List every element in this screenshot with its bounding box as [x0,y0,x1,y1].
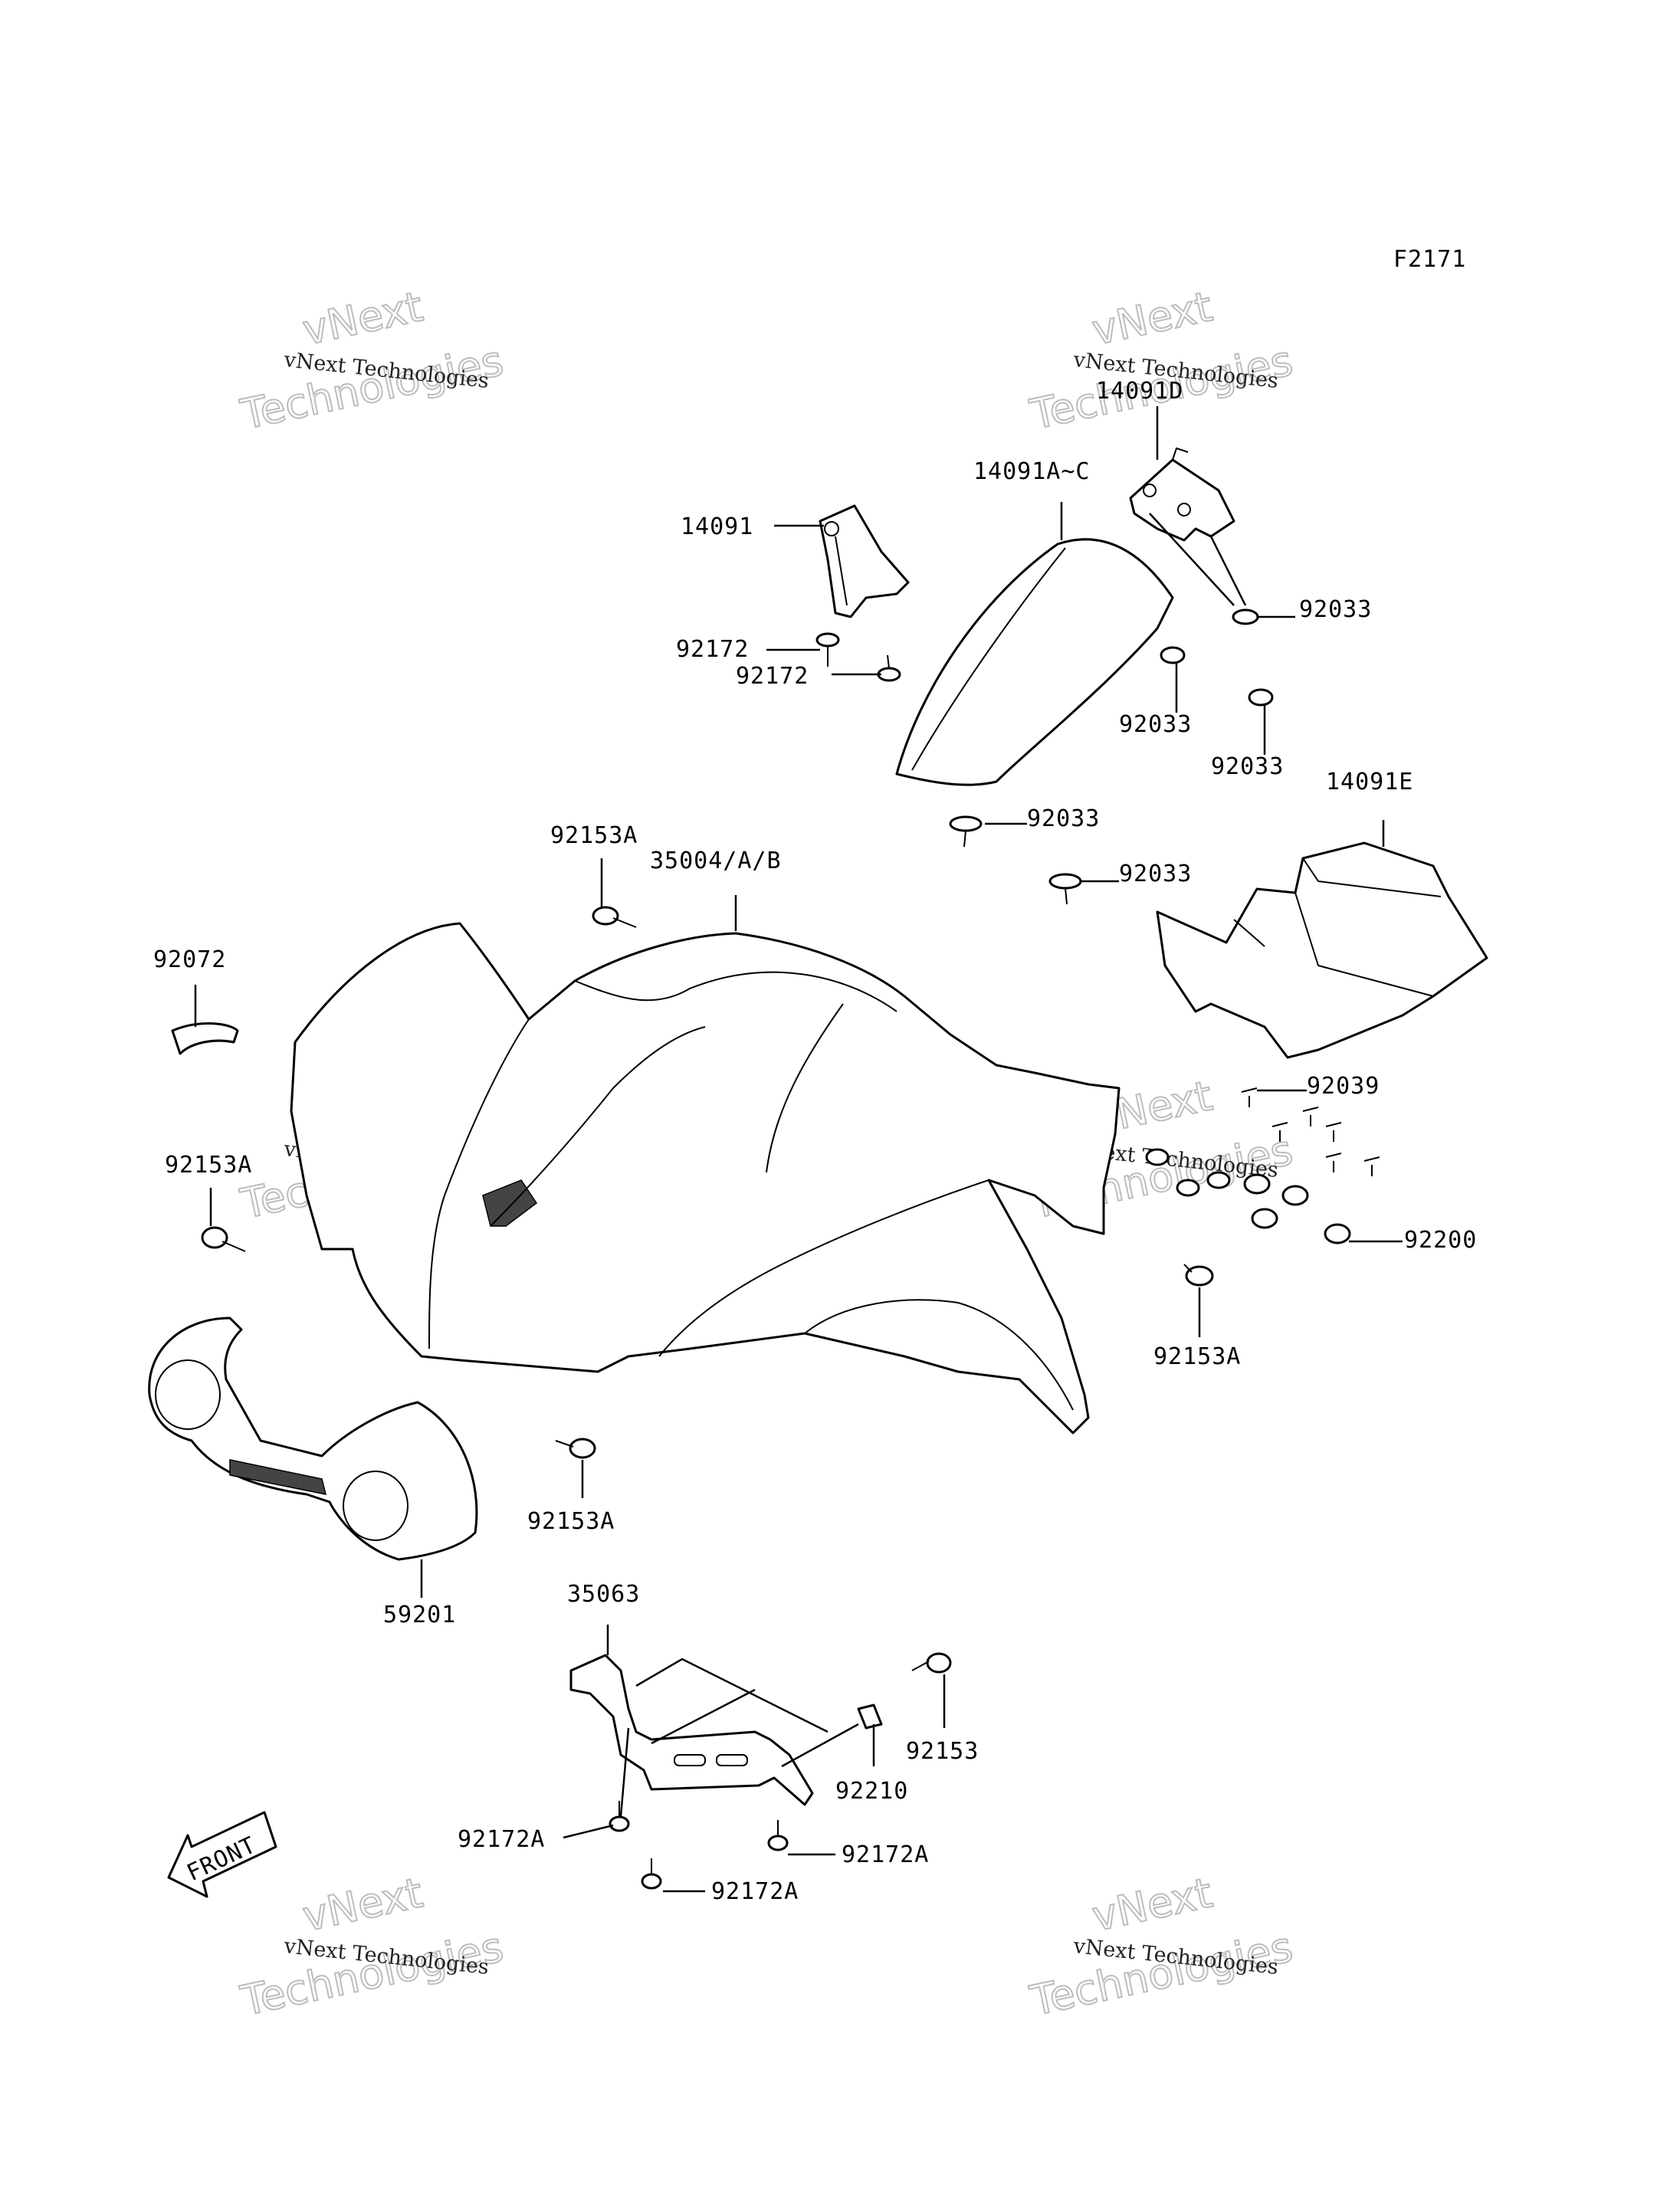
callout-92039: 92039 [1307,1073,1380,1100]
part-bracket-14091d [1129,448,1235,542]
callout-92210: 92210 [835,1778,908,1805]
watermark-top-right: vNext Technologies vNext Technologies [1025,281,1298,440]
callout-14091: 14091 [681,513,753,540]
callout-92153a-lower: 92153A [527,1508,615,1535]
screws-92039 [1241,1087,1380,1176]
screw-92172-b [877,654,901,682]
bolt-92153a-right [1183,1264,1214,1287]
bolt-92153a-left [201,1226,246,1252]
part-box-14091e [1156,841,1488,1059]
part-headlight-housing-59201 [148,1317,478,1561]
callout-92033-mid-left: 92033 [1119,711,1192,738]
callout-92033-top: 92033 [1299,596,1372,623]
grommet-92033-3 [1248,688,1274,707]
part-cover-14091 [819,504,910,618]
grommet-92033-5 [1048,873,1082,905]
part-windshield-14091a-c [895,538,1174,786]
screw-92172a-left [609,1801,630,1832]
callout-35004: 35004/A/B [650,848,782,874]
grommet-92033-2 [1160,646,1186,664]
callout-92200: 92200 [1404,1227,1477,1254]
svg-text:vNext: vNext [299,282,427,354]
callout-92033-lower-right: 92033 [1119,861,1192,887]
grommet-92033-1 [1232,608,1259,625]
clip-92210 [857,1703,883,1730]
part-front-fender-35004 [290,922,1121,1435]
callout-14091e: 14091E [1326,769,1413,795]
watermark-top-left: vNext Technologies vNext Technologies [236,281,508,440]
callout-92033-mid-right: 92033 [1211,753,1284,780]
bolt-92153a-upper [592,906,637,928]
screw-92172-a [815,632,840,667]
callout-92072: 92072 [153,946,226,973]
callout-59201: 59201 [383,1602,456,1628]
grommet-92033-4 [949,815,983,848]
callout-92172a-left: 92172A [458,1826,545,1853]
callout-92153a-right: 92153A [1153,1343,1241,1370]
part-clamp-92072 [171,1022,239,1055]
callout-14091d: 14091D [1096,378,1183,405]
callout-92172a-right: 92172A [842,1841,929,1868]
front-direction-arrow: FRONT [167,1811,277,1898]
svg-text:vNext: vNext [1088,282,1216,354]
bolt-92153a-lower [555,1438,596,1459]
callout-92153a-upper: 92153A [550,822,638,849]
callout-92172-a: 92172 [676,636,749,663]
watermark-bottom-left: vNext Technologies vNext Technologies [236,1867,508,2026]
callout-35063: 35063 [567,1581,640,1608]
leader-lines [194,406,1403,1893]
svg-text:vNext: vNext [299,1868,427,1940]
figure-code: F2171 [1393,246,1466,273]
screw-92172a-bottom [641,1858,662,1890]
callout-92153a-left: 92153A [165,1152,252,1179]
part-bracket-35063 [569,1654,814,1806]
callout-92172-b: 92172 [736,663,809,690]
watermark-bottom-right: vNext Technologies vNext Technologies [1025,1867,1298,2026]
bolt-92153 [911,1652,952,1674]
callout-92033-lower-left: 92033 [1027,805,1100,832]
washers-92200 [1145,1148,1351,1244]
svg-text:vNext: vNext [1088,1868,1216,1940]
callout-92172a-bottom: 92172A [711,1878,799,1905]
callout-14091a-c: 14091A~C [973,458,1091,485]
screw-92172a-right [767,1820,789,1851]
callout-92153: 92153 [906,1738,979,1765]
